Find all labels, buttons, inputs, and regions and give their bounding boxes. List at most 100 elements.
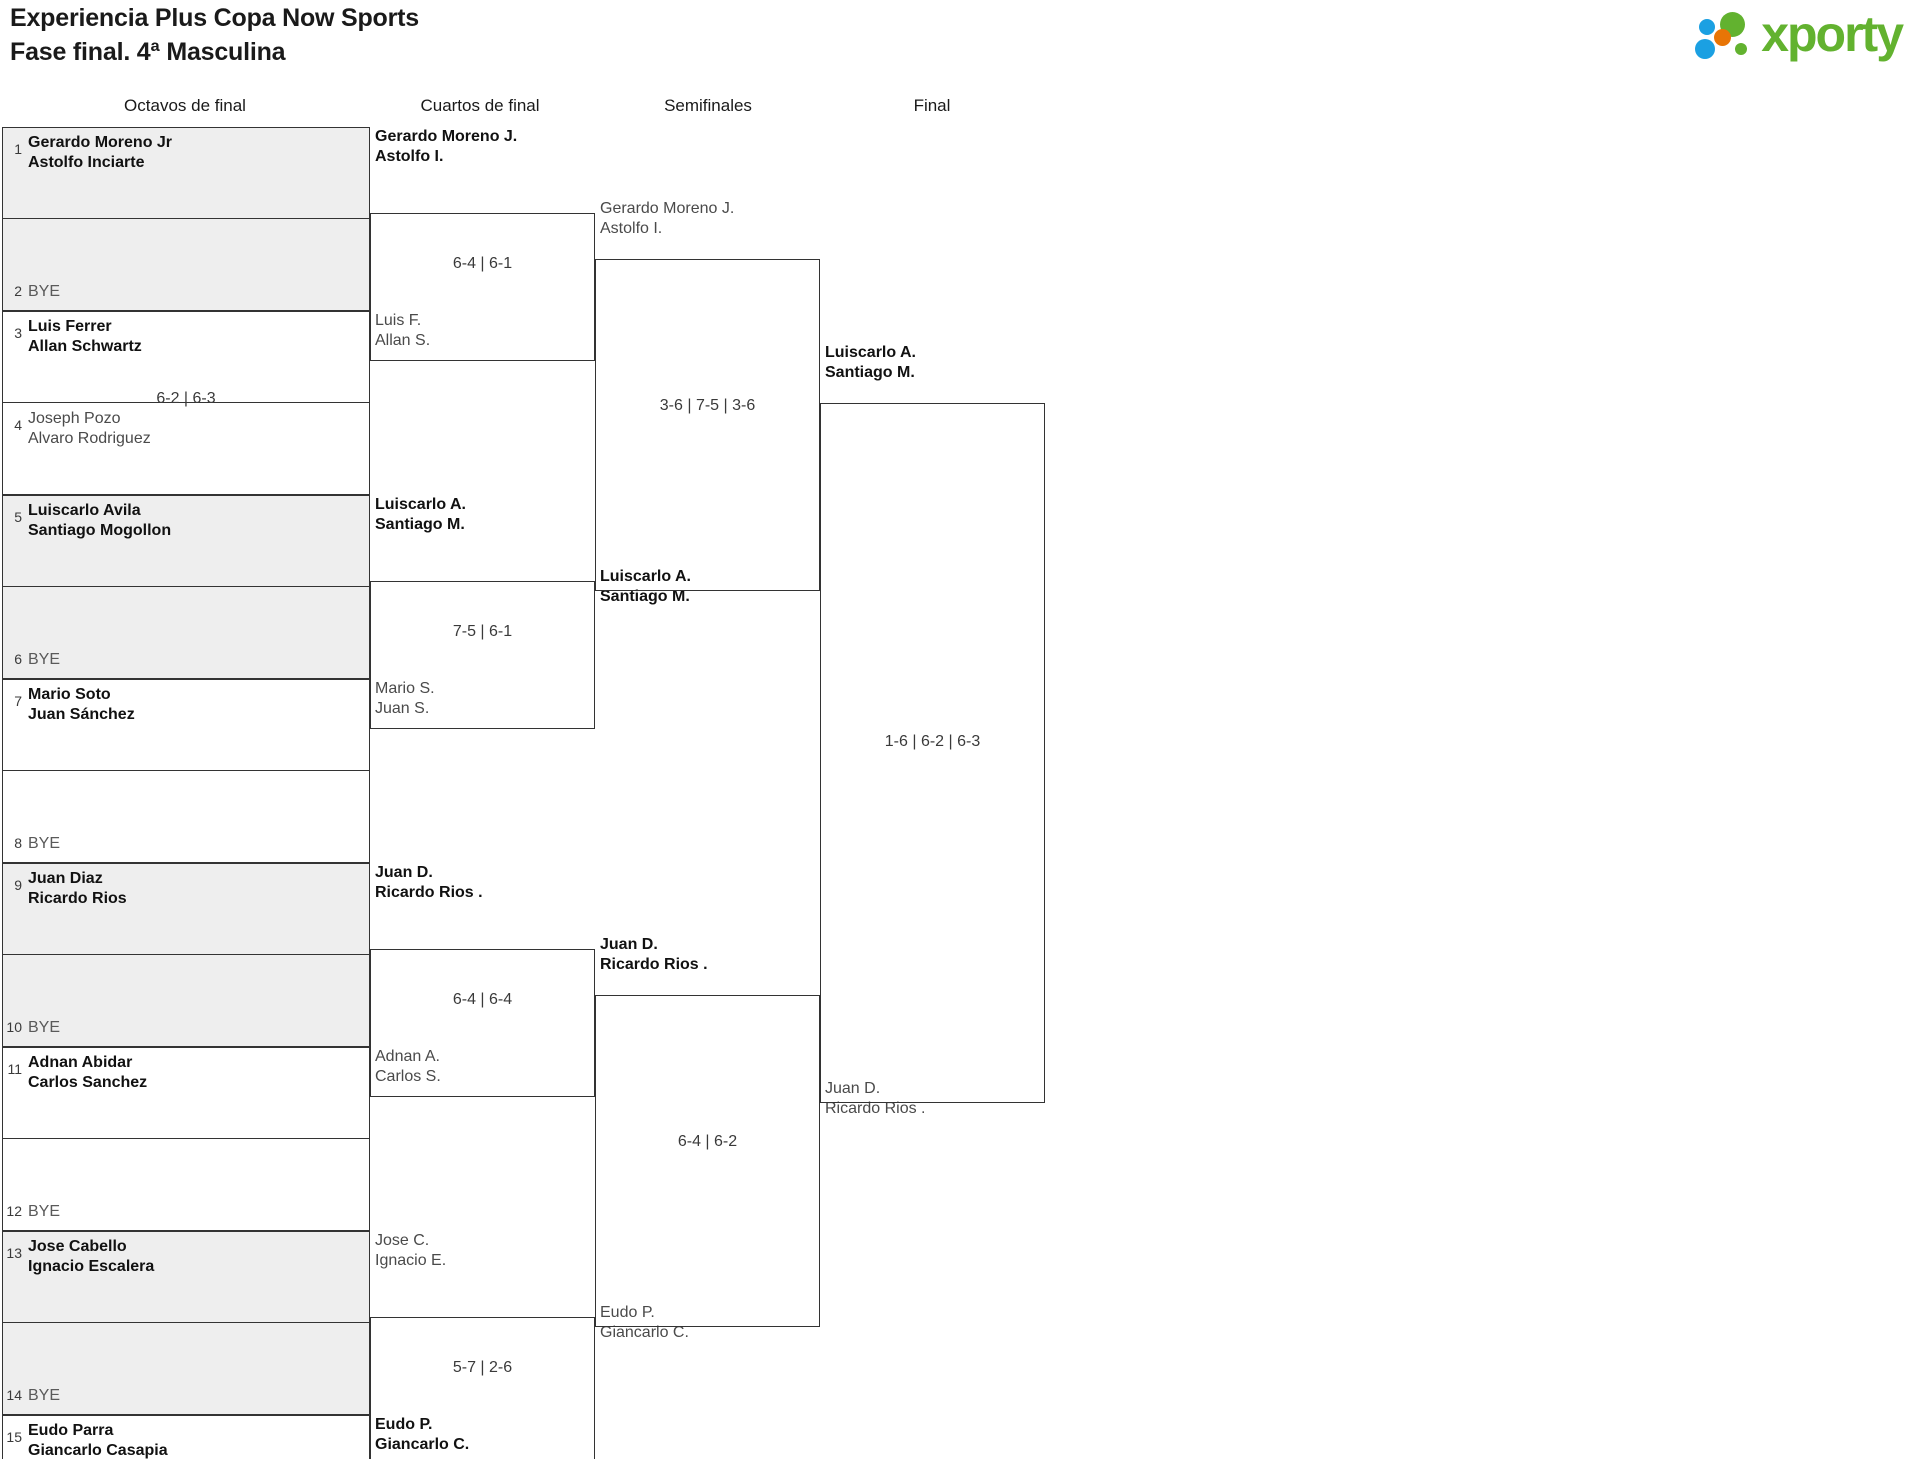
- round1-seed-10: 10: [6, 1019, 22, 1035]
- round3-matchbox-1[interactable]: [595, 259, 820, 591]
- round1-line-1: Gerardo Moreno Jr: [28, 134, 173, 151]
- round2-names-1: Gerardo Moreno J. Astolfo I.: [375, 127, 517, 166]
- round1-seed-11: 11: [7, 1061, 22, 1077]
- round1-line-1: BYE: [28, 1203, 61, 1220]
- round1-slot-3[interactable]: [2, 311, 370, 403]
- logo-dot-green-small: [1735, 43, 1748, 55]
- round1-slot-12[interactable]: [2, 1139, 370, 1231]
- round3-names-1: Gerardo Moreno J.Astolfo I.: [600, 199, 734, 238]
- round2-matchbox-1[interactable]: [370, 213, 595, 361]
- round2-line-1: Luis F.: [375, 312, 422, 329]
- round2-line-2: Ricardo Rios .: [375, 883, 483, 901]
- round1-line-1: Eudo Parra: [28, 1422, 114, 1439]
- round1-seed-2: 2: [14, 283, 22, 299]
- round1-line-1: Jose Cabello: [28, 1238, 127, 1255]
- round-header-1: Octavos de final: [124, 96, 246, 115]
- logo-dot-blue-top: [1699, 19, 1716, 35]
- round1-line-2: Allan Schwartz: [28, 337, 142, 355]
- round2-line-1: Mario S.: [375, 680, 435, 697]
- round4-score-1: 1-6 | 6-2 | 6-3: [884, 733, 981, 750]
- round3-score-2: 6-4 | 6-2: [677, 1133, 738, 1150]
- logo-wordmark: xporty: [1761, 6, 1904, 62]
- round1-slot-11[interactable]: [2, 1047, 370, 1139]
- round1-slot-6[interactable]: [2, 587, 370, 679]
- round3-matchbox-2[interactable]: [595, 995, 820, 1327]
- round3-names-4: Eudo P. Giancarlo C.: [600, 1303, 689, 1342]
- round2-matchbox-3[interactable]: [370, 949, 595, 1097]
- tournament-name: Experiencia Plus Copa Now Sports: [10, 4, 419, 32]
- round4-names-1: Luiscarlo A.Santiago M.: [825, 343, 916, 382]
- round1-slot-8[interactable]: [2, 771, 370, 863]
- round2-names-4: Mario S. Juan S.: [375, 679, 435, 718]
- round1-seed-12: 12: [6, 1203, 22, 1219]
- round1-line-1: Juan Diaz: [28, 870, 103, 887]
- xporty-logo[interactable]: xporty: [1693, 6, 1904, 64]
- round2-line-2: Astolfo I.: [375, 147, 444, 165]
- round1-slot-9[interactable]: [2, 863, 370, 955]
- round2-names-2: Luis F. Allan S.: [375, 311, 430, 350]
- round1-line-2: Ricardo Rios: [28, 889, 127, 907]
- round3-line-1: Juan D.: [600, 936, 658, 953]
- round2-line-1: Jose C.: [375, 1232, 430, 1249]
- logo-dot-orange: [1714, 29, 1732, 46]
- round2-line-2: Allan S.: [375, 331, 431, 349]
- round2-line-1: Gerardo Moreno J.: [375, 128, 518, 145]
- page-title: Experiencia Plus Copa Now Sports Fase fi…: [10, 2, 419, 70]
- round1-line-1: BYE: [28, 651, 61, 668]
- round3-names-3: Juan D.Ricardo Rios .: [600, 935, 708, 974]
- round2-line-1: Eudo P.: [375, 1416, 433, 1433]
- round1-line-2: Astolfo Inciarte: [28, 153, 145, 171]
- round4-matchbox-1[interactable]: [820, 403, 1045, 1103]
- round2-line-1: Luiscarlo A.: [375, 496, 466, 513]
- round3-line-1: Luiscarlo A.: [600, 568, 691, 585]
- round2-line-1: Juan D.: [375, 864, 433, 881]
- round2-names-3: Luiscarlo A. Santiago M.: [375, 495, 466, 534]
- round3-line-2: Giancarlo C.: [600, 1323, 689, 1341]
- round2-line-2: Giancarlo C.: [375, 1435, 470, 1453]
- round1-line-2: Carlos Sanchez: [28, 1073, 148, 1091]
- round1-seed-6: 6: [14, 651, 22, 667]
- round2-names-5: Juan D. Ricardo Rios .: [375, 863, 483, 902]
- round1-line-2: Santiago Mogollon: [28, 521, 172, 539]
- round1-line-2: Alvaro Rodriguez: [28, 429, 151, 447]
- round1-slot-5[interactable]: [2, 495, 370, 587]
- round2-matchbox-4[interactable]: [370, 1317, 595, 1459]
- tournament-phase: Fase final. 4ª Masculina: [10, 37, 286, 66]
- round2-matchbox-2[interactable]: [370, 581, 595, 729]
- round1-slot-7[interactable]: [2, 679, 370, 771]
- round1-slot-2[interactable]: [2, 219, 370, 311]
- round2-line-1: Adnan A.: [375, 1048, 440, 1065]
- round1-slot-15[interactable]: [2, 1415, 370, 1459]
- round1-seed-4: 4: [14, 417, 22, 433]
- round1-slot-13[interactable]: [2, 1231, 370, 1323]
- round2-line-2: Santiago M.: [375, 515, 465, 533]
- round1-seed-7: 7: [14, 693, 22, 709]
- round4-line-2: Ricardo Rios .: [825, 1099, 926, 1117]
- round2-score-3: 6-4 | 6-4: [452, 991, 513, 1008]
- round1-line-1: BYE: [28, 1019, 61, 1036]
- round1-slot-14[interactable]: [2, 1323, 370, 1415]
- round3-line-1: Eudo P.: [600, 1304, 655, 1321]
- round1-names-10: BYE: [28, 1018, 60, 1038]
- round1-seed-15: 15: [6, 1429, 22, 1445]
- round3-line-2: Astolfo I.: [600, 219, 663, 237]
- round3-names-2: Luiscarlo A.Santiago M.: [600, 567, 691, 606]
- round1-slot-4[interactable]: [2, 403, 370, 495]
- round1-seed-8: 8: [14, 835, 22, 851]
- round2-names-8: Eudo P. Giancarlo C.: [375, 1415, 469, 1454]
- round1-slot-10[interactable]: [2, 955, 370, 1047]
- round-header-4: Final: [913, 96, 951, 115]
- round2-line-2: Carlos S.: [375, 1067, 441, 1085]
- round1-line-1: Mario Soto: [28, 686, 111, 703]
- round1-line-2: Giancarlo Casapia: [28, 1441, 168, 1459]
- round1-slot-1[interactable]: [2, 127, 370, 219]
- round2-line-2: Juan S.: [375, 699, 430, 717]
- round1-line-2: Juan Sánchez: [28, 705, 135, 723]
- round1-score-2: 6-2 | 6-3: [156, 390, 216, 407]
- round2-score-1: 6-4 | 6-1: [452, 255, 513, 272]
